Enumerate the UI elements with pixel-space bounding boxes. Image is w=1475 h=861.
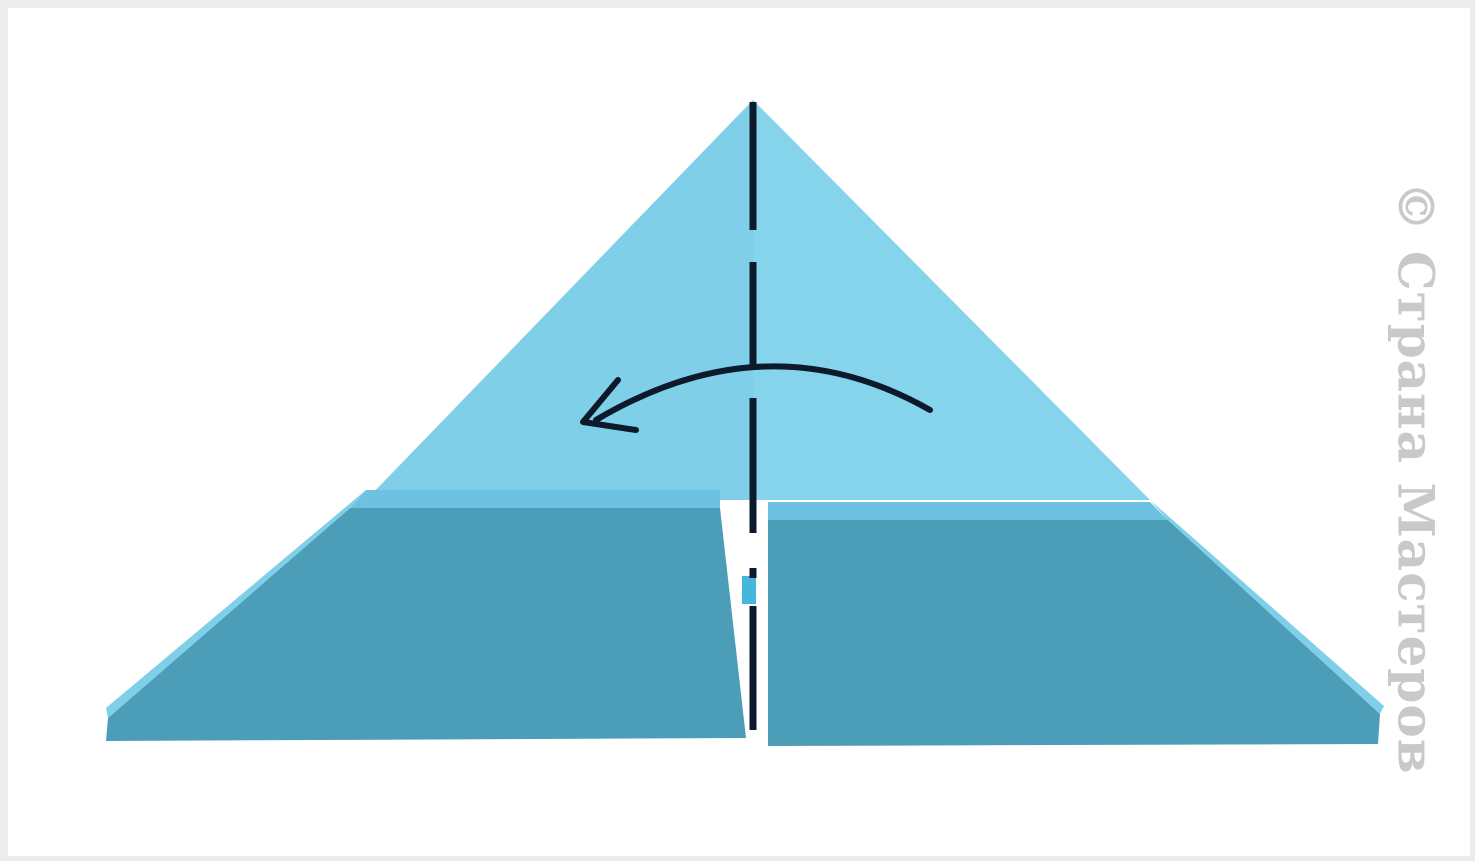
watermark-text: © Страна Мастеров bbox=[1387, 182, 1446, 775]
paper-left-lower-flap bbox=[106, 508, 746, 741]
paper-fold-band-left bbox=[350, 490, 720, 508]
image-frame: © Страна Мастеров bbox=[8, 8, 1470, 856]
origami-fold-diagram bbox=[8, 8, 1470, 856]
paper-center-notch bbox=[742, 576, 756, 604]
paper-upper-right-shade bbox=[753, 100, 1150, 500]
paper-fold-band-right bbox=[768, 502, 1168, 520]
paper-right-lower-flap bbox=[768, 520, 1380, 746]
